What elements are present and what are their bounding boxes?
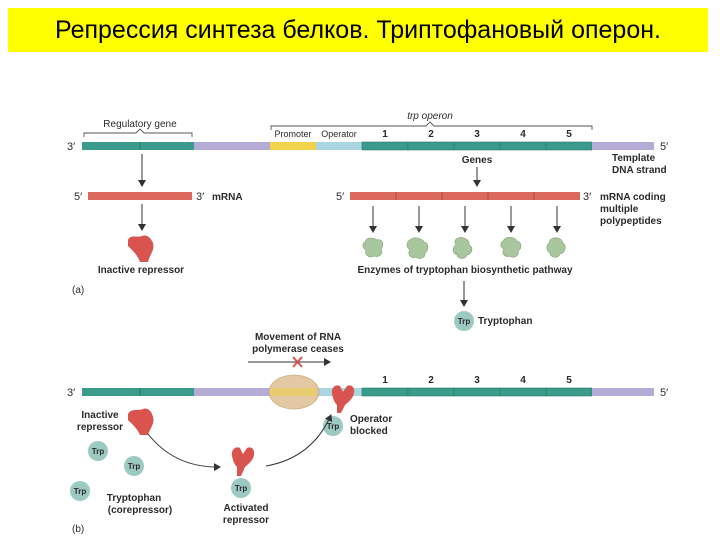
trp-operon-bracket xyxy=(270,121,593,130)
regulatory-gene-label: Regulatory gene xyxy=(103,119,177,130)
trp-label-activated: Trp xyxy=(235,484,248,493)
dna-b-5prime-end: 5′ xyxy=(660,387,668,399)
genes-label: Genes xyxy=(462,155,493,166)
page-title: Репрессия синтеза белков. Триптофановый … xyxy=(55,15,661,44)
operator-segment xyxy=(316,142,362,150)
dna-gene-1 xyxy=(361,141,409,151)
enzyme-2-shape xyxy=(406,237,429,259)
mrna-left-3prime: 3′ xyxy=(196,191,204,203)
dna-strand-a xyxy=(82,141,654,151)
gene-b-number-1: 1 xyxy=(382,375,388,386)
tryptophan-b-line2: (corepressor) xyxy=(108,505,172,516)
operator-blocked-line2: blocked xyxy=(350,426,388,437)
mrna-left-label: mRNA xyxy=(212,192,243,203)
enzyme-3-shape xyxy=(452,237,473,259)
gene-b-number-5: 5 xyxy=(566,375,572,386)
trp-label-free-1: Trp xyxy=(92,447,105,456)
curved-arrow-to-activated xyxy=(147,433,221,472)
template-label-line2: DNA strand xyxy=(612,165,667,176)
trp-circle-free-2 xyxy=(124,456,144,476)
title-bar: Репрессия синтеза белков. Триптофановый … xyxy=(8,8,708,52)
mrna-right-5prime: 5′ xyxy=(336,191,344,203)
dna-gene-3 xyxy=(453,141,501,151)
promoter-overlay xyxy=(270,388,316,396)
trp-circle-free-3 xyxy=(70,481,90,501)
dna-b-3prime-end: 3′ xyxy=(67,387,75,399)
gene-number-5: 5 xyxy=(566,129,572,140)
mrna-right-label-line2: multiple xyxy=(600,204,639,215)
dna-regulatory-segment xyxy=(82,142,194,150)
mrna-polycistronic-bar xyxy=(350,192,580,200)
trp-circle-a xyxy=(454,311,474,331)
mrna-regulatory-bar xyxy=(88,192,192,200)
inactive-repressor-shape xyxy=(128,235,154,262)
panel-b: Movement of RNA polymerase ceases 3′ 5′ … xyxy=(67,332,668,535)
bound-repressor-shape xyxy=(331,385,355,413)
promoter-segment xyxy=(270,142,316,150)
panel-a-label: (a) xyxy=(72,285,84,296)
mrna-right-3prime: 3′ xyxy=(583,191,591,203)
movement-label-line2: polymerase ceases xyxy=(252,344,344,355)
rna-polymerase-shape xyxy=(268,374,320,410)
mrna-right-label-line3: polypeptides xyxy=(600,216,662,227)
dna-3prime-end: 3′ xyxy=(67,141,75,153)
trp-label-free-3: Trp xyxy=(74,487,87,496)
movement-label-line1: Movement of RNA xyxy=(255,332,341,343)
activated-line2: repressor xyxy=(223,515,269,526)
enzyme-5-shape xyxy=(546,237,566,258)
inactive-repressor-b-shape xyxy=(128,408,154,435)
dna-gene-4 xyxy=(499,141,547,151)
mrna-left-5prime: 5′ xyxy=(74,191,82,203)
blocked-x-icon xyxy=(292,356,303,368)
mrna-right-label-line1: mRNA coding xyxy=(600,192,666,203)
gene-number-2: 2 xyxy=(428,129,434,140)
panel-b-label: (b) xyxy=(72,524,84,535)
tryptophan-b-line1: Tryptophan xyxy=(107,493,161,504)
dna-gene-2 xyxy=(407,141,455,151)
promoter-label: Promoter xyxy=(274,129,311,139)
dna-gene-5 xyxy=(545,141,593,151)
panel-a: 3′ 5′ Regulatory gene trp operon Promote… xyxy=(67,111,668,331)
activated-line1: Activated xyxy=(223,503,268,514)
enzyme-1-shape xyxy=(362,237,384,258)
curved-arrow-to-operator xyxy=(265,414,333,467)
trp-label-a: Trp xyxy=(458,317,471,326)
activated-repressor-shape xyxy=(231,447,255,476)
trp-operon-label: trp operon xyxy=(407,111,453,122)
trp-label-free-2: Trp xyxy=(128,462,141,471)
regulatory-gene-bracket xyxy=(83,128,193,137)
gene-number-4: 4 xyxy=(520,129,526,140)
gene-b-number-4: 4 xyxy=(520,375,526,386)
trp-circle-free-1 xyxy=(88,441,108,461)
template-label-line1: Template xyxy=(612,153,656,164)
operator-label: Operator xyxy=(321,129,357,139)
operator-blocked-line1: Operator xyxy=(350,414,392,425)
trp-label-bound: Trp xyxy=(327,422,340,431)
inactive-repressor-label: Inactive repressor xyxy=(98,265,184,276)
dna-5prime-end: 5′ xyxy=(660,141,668,153)
dna-tail-segment xyxy=(592,142,654,150)
gene-number-1: 1 xyxy=(382,129,388,140)
dna-strand-b xyxy=(82,387,654,397)
gene-b-number-3: 3 xyxy=(474,375,480,386)
tryptophan-label-a: Tryptophan xyxy=(478,316,532,327)
enzymes-label: Enzymes of tryptophan biosynthetic pathw… xyxy=(357,265,572,276)
inactive-b-line2: repressor xyxy=(77,422,123,433)
dna-spacer-segment xyxy=(194,142,270,150)
enzyme-4-shape xyxy=(500,236,522,258)
inactive-b-line1: Inactive xyxy=(81,410,119,421)
trp-circle-activated xyxy=(231,478,251,498)
gene-number-3: 3 xyxy=(474,129,480,140)
gene-b-number-2: 2 xyxy=(428,375,434,386)
